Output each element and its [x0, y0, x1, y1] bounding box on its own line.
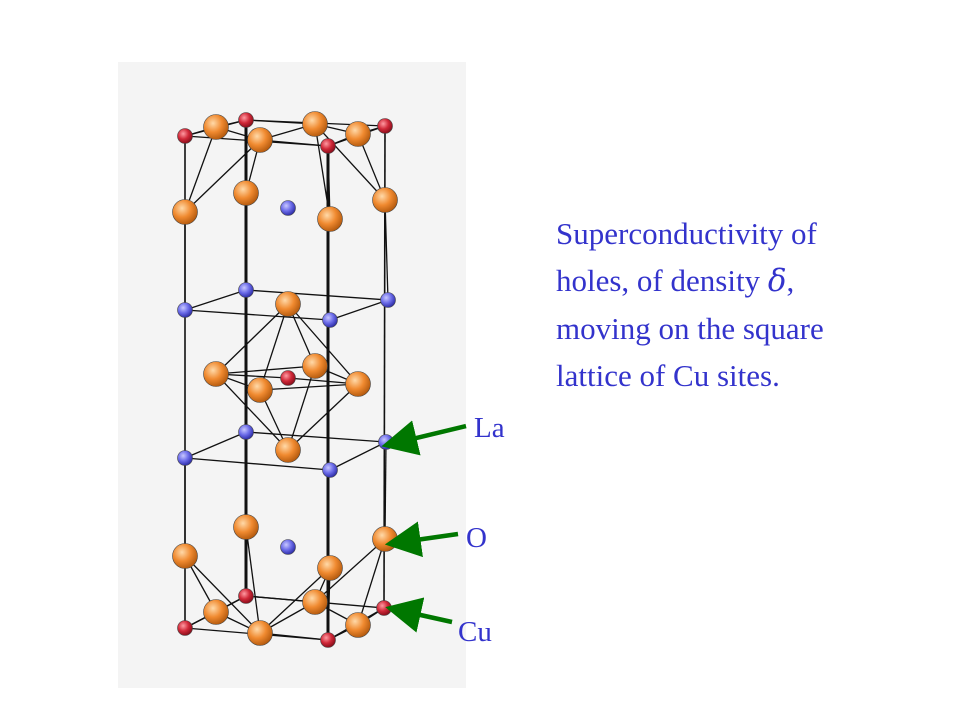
bond-line	[184, 309, 331, 321]
la-atom	[302, 111, 328, 137]
o-atom	[280, 539, 296, 555]
la-atom	[302, 589, 328, 615]
bond-line	[184, 139, 261, 213]
description-line-2-comma: ,	[786, 263, 795, 298]
bond-line	[384, 199, 389, 301]
bond-line	[314, 123, 386, 201]
bond-line	[329, 299, 389, 321]
o-atom	[280, 200, 296, 216]
bond-line	[184, 555, 261, 634]
description-line-1: Superconductivity of	[556, 216, 817, 251]
description-line-2-text: holes, of density	[556, 263, 768, 298]
la-atom	[203, 599, 229, 625]
la-atom	[233, 180, 259, 206]
la-atom	[372, 187, 398, 213]
bond-line	[184, 457, 331, 471]
la-atom	[172, 199, 198, 225]
la-atom	[172, 543, 198, 569]
cu-atom	[320, 138, 336, 154]
o-atom	[322, 312, 338, 328]
o-atom	[177, 450, 193, 466]
description-line-2: holes, of density δ,	[556, 257, 936, 305]
cu-atom	[320, 632, 336, 648]
la-atom	[345, 371, 371, 397]
bond-line	[215, 303, 289, 375]
bond-line	[357, 538, 386, 626]
cu-atom	[377, 118, 393, 134]
la-atom	[203, 114, 229, 140]
bond-line	[329, 441, 387, 471]
o-pointer-arrow	[384, 521, 459, 558]
bond-line	[259, 383, 359, 391]
cu-atom	[177, 128, 193, 144]
description-text: Superconductivity of holes, of density δ…	[556, 210, 936, 399]
o-atom	[380, 292, 396, 308]
la-atom	[275, 291, 301, 317]
bond-line	[314, 123, 331, 220]
la-atom	[247, 377, 273, 403]
la-atom	[203, 361, 229, 387]
bond-line	[215, 365, 316, 375]
cu-label: Cu	[458, 616, 492, 648]
cu-atom	[238, 112, 254, 128]
bond-line	[245, 289, 389, 301]
cu-atom	[376, 600, 392, 616]
la-atom	[233, 514, 259, 540]
bond-line	[184, 289, 247, 311]
o-label: O	[466, 522, 487, 554]
bond-line	[245, 526, 261, 634]
bond-line	[259, 303, 289, 391]
cu-atom	[280, 370, 296, 386]
pointer-arrows	[381, 420, 467, 633]
la-label: La	[474, 412, 505, 444]
o-atom	[177, 302, 193, 318]
la-atom	[247, 127, 273, 153]
description-line-4: lattice of Cu sites.	[556, 358, 780, 393]
o-atom	[238, 282, 254, 298]
la-atom	[247, 620, 273, 646]
bond-line	[184, 431, 247, 459]
delta-symbol: δ	[767, 263, 787, 299]
la-pointer-arrow	[381, 420, 467, 456]
cu-atom	[177, 620, 193, 636]
bond-line	[215, 373, 289, 451]
description-line-3: moving on the square	[556, 311, 824, 346]
la-atom	[372, 526, 398, 552]
la-atom	[345, 121, 371, 147]
la-atom	[302, 353, 328, 379]
bond-line	[384, 441, 387, 540]
o-atom	[238, 424, 254, 440]
la-atom	[317, 555, 343, 581]
cu-atom	[238, 588, 254, 604]
la-atom	[345, 612, 371, 638]
la-atom	[275, 437, 301, 463]
bond-line	[287, 383, 359, 451]
o-atom	[322, 462, 338, 478]
cu-pointer-arrow	[385, 597, 453, 633]
bond-line	[245, 431, 387, 443]
la-atom	[317, 206, 343, 232]
bond-line	[184, 126, 217, 213]
bond-line	[287, 303, 359, 385]
o-atom	[378, 434, 394, 450]
bond-line	[314, 538, 386, 603]
atoms	[172, 111, 398, 648]
